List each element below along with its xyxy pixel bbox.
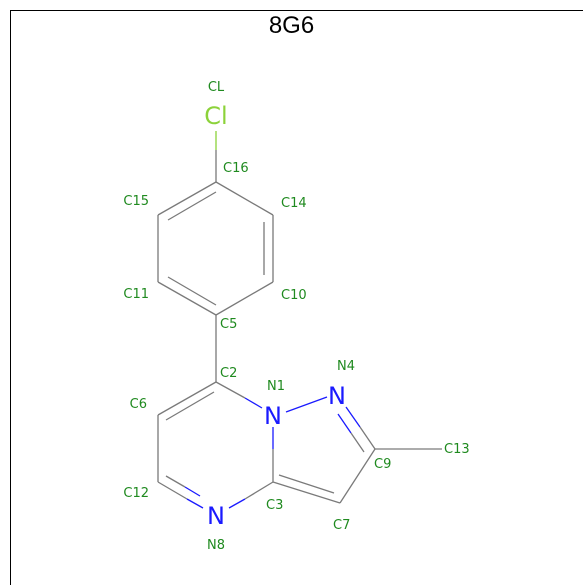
bond-n1-c2-b: [215, 381, 246, 399]
bond-c7-c3: [272, 481, 341, 504]
diagram-title: 8G6: [268, 12, 315, 39]
label-c15: C15: [123, 194, 149, 209]
label-c12: C12: [123, 486, 149, 501]
label-c6: C6: [130, 397, 147, 412]
bond-c15-c16: [157, 181, 217, 216]
bond-c5-c11-inner: [167, 276, 217, 306]
label-n8: N8: [207, 538, 225, 553]
bond-n1-c2: [244, 397, 263, 409]
atom-cl-symbol: Cl: [204, 102, 227, 130]
atom-n8-symbol: N: [207, 502, 225, 530]
bond-c2-c6: [157, 381, 217, 416]
atom-n4-symbol: N: [328, 382, 346, 410]
bond-c12-n8-inner-b: [184, 486, 201, 497]
bond-c12-n8-b: [186, 498, 204, 509]
label-cl: CL: [208, 80, 225, 95]
bond-n4-c9-b: [359, 426, 376, 450]
bond-n4-c9-inner: [337, 413, 352, 434]
bond-c5-c11: [157, 281, 217, 316]
label-c14: C14: [281, 196, 307, 211]
label-c10: C10: [281, 288, 307, 303]
bonds: [157, 131, 442, 509]
label-n1: N1: [267, 379, 285, 394]
bond-n4-c9-inner-b: [350, 432, 365, 453]
bond-c2-c6-inner: [165, 391, 215, 421]
bond-c9-c7: [339, 448, 376, 504]
atom-n1-symbol: N: [264, 402, 282, 430]
bond-n8-c3: [228, 498, 246, 509]
label-c16: C16: [223, 161, 249, 176]
label-c9: C9: [374, 457, 391, 472]
bond-n8-c3-b: [244, 481, 274, 500]
label-c7: C7: [333, 518, 350, 533]
bond-c16-c14: [215, 181, 274, 216]
label-c2: C2: [220, 366, 237, 381]
bond-c12-n8: [157, 481, 188, 500]
label-c5: C5: [220, 317, 237, 332]
label-c11: C11: [123, 287, 149, 302]
label-c3: C3: [266, 498, 283, 513]
diagram-frame: [10, 10, 583, 585]
bond-c15-c16-inner: [167, 191, 217, 221]
bond-n1-n4: [285, 396, 328, 413]
label-n4: N4: [337, 359, 355, 374]
bond-c10-c5: [215, 281, 274, 316]
bond-n4-c9: [345, 406, 361, 428]
bond-c12-n8-inner: [165, 475, 186, 488]
bond-c7-c3-inner: [278, 474, 335, 494]
label-c13: C13: [444, 442, 470, 457]
